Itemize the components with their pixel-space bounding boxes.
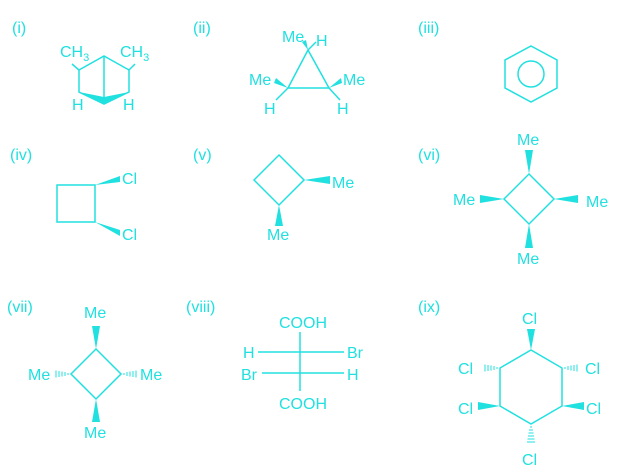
hydrogen-right: H [123, 97, 135, 114]
structure-label-ix: (ix) [418, 299, 440, 316]
structure-label-viii: (viii) [186, 299, 215, 316]
methyl-bottom: Me [517, 251, 539, 268]
structure-label-iii: (iii) [418, 20, 439, 37]
methyl-left: Me [28, 367, 50, 384]
structure-ix: (ix) Cl Cl Cl Cl Cl [418, 299, 601, 469]
structure-iv: (iv) Cl Cl [10, 147, 137, 244]
chlorine-lower-right: Cl [586, 401, 601, 418]
benzene-ring [504, 45, 558, 103]
aromatic-circle [517, 60, 545, 88]
structure-label-i: (i) [12, 20, 26, 37]
structure-label-iv: (iv) [10, 147, 32, 164]
wedge-bond [92, 326, 100, 349]
hydrogen-right: H [337, 101, 349, 118]
methyl-bottom: Me [267, 227, 289, 244]
structure-v: (v) Me Me [193, 147, 354, 244]
wedge-bond [554, 195, 578, 203]
ch3-left: CH3 [60, 44, 89, 64]
chlorine-bottom: Cl [522, 452, 537, 469]
hydrogen-right: H [347, 367, 359, 384]
hashed-bond [564, 364, 578, 372]
cyclohexane-ring [499, 349, 563, 425]
wedge-bond [329, 78, 342, 88]
chlorine-lower-left: Cl [458, 401, 473, 418]
chlorine-top: Cl [522, 311, 537, 328]
methyl-top: Me [517, 132, 539, 149]
methyl-right: Me [140, 367, 162, 384]
structure-ii: (ii) Me H Me H Me H [193, 20, 365, 118]
wedge-bond [275, 205, 283, 226]
cyclobutane-ring [502, 172, 556, 226]
bond [328, 87, 341, 101]
ch3-right: CH3 [120, 44, 149, 64]
structure-viii: (viii) COOH H Br Br H COOH [186, 299, 364, 413]
wedge-bond [304, 176, 330, 184]
hashed-bond [484, 364, 498, 372]
wedge-bond [525, 150, 533, 174]
cyclopropane-ring [286, 48, 331, 89]
wedge-bond [302, 40, 308, 50]
structure-vii: (vii) Me Me Me Me [7, 299, 162, 442]
bond [275, 87, 289, 101]
cyclobutane-ring [252, 153, 306, 207]
wedge-bond [95, 222, 120, 236]
methyl-left: Me [453, 192, 475, 209]
wedge-bond [480, 195, 504, 203]
methyl-top: Me [84, 305, 106, 322]
wedge-bond [527, 329, 535, 350]
wedge-bond [562, 402, 584, 410]
structure-label-v: (v) [193, 147, 212, 164]
hydrogen-left: H [264, 101, 276, 118]
wedge-bond [525, 224, 533, 248]
methyl-bottom: Me [84, 425, 106, 442]
structure-label-vii: (vii) [7, 299, 33, 316]
bromine-right: Br [347, 345, 364, 362]
chlorine-top: Cl [122, 171, 137, 188]
structure-iii: (iii) [418, 20, 558, 103]
structure-label-ii: (ii) [193, 20, 211, 37]
hashed-bond [527, 426, 535, 443]
wedge-bond [95, 176, 120, 185]
wedge-bond [79, 92, 104, 104]
chlorine-upper-right: Cl [585, 361, 600, 378]
wedge-bond [104, 92, 129, 104]
hashed-bond [123, 370, 137, 378]
hydrogen-top: H [316, 33, 328, 50]
methyl-left: Me [249, 72, 271, 89]
cyclobutane-ring [56, 184, 96, 223]
chlorine-bottom: Cl [122, 227, 137, 244]
structure-i: (i) CH3 CH3 H H [12, 20, 149, 114]
methyl-right: Me [332, 175, 354, 192]
hydrogen-left: H [72, 97, 84, 114]
bromine-left: Br [241, 367, 258, 384]
carboxyl-top: COOH [279, 315, 327, 332]
wedge-bond [274, 78, 288, 88]
structure-label-vi: (vi) [418, 147, 440, 164]
hashed-bond [55, 370, 69, 378]
cyclobutane-ring [69, 347, 123, 401]
bond [307, 41, 317, 51]
chlorine-upper-left: Cl [458, 361, 473, 378]
wedge-bond [478, 402, 500, 410]
methyl-top: Me [282, 29, 304, 46]
methyl-right: Me [343, 72, 365, 89]
wedge-bond [92, 399, 100, 422]
hydrogen-left: H [243, 345, 255, 362]
structure-vi: (vi) Me Me Me Me [418, 132, 608, 268]
carboxyl-bottom: COOH [279, 396, 327, 413]
methyl-right: Me [586, 194, 608, 211]
